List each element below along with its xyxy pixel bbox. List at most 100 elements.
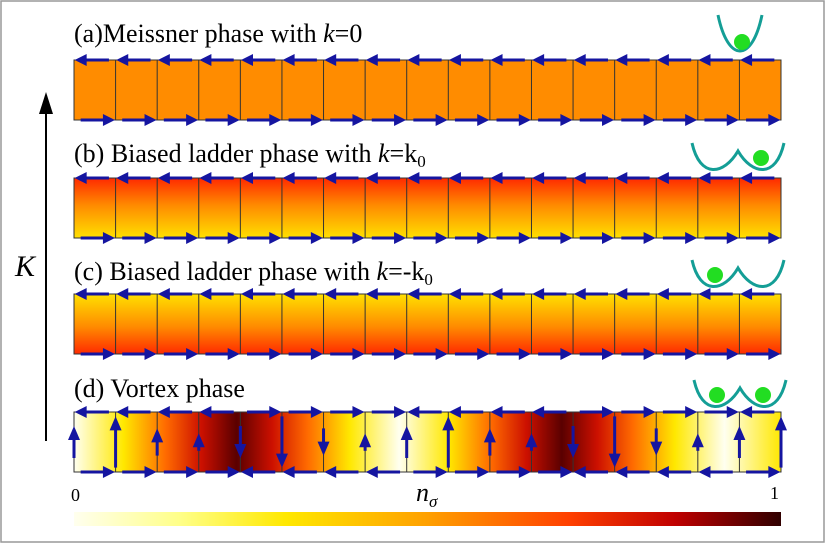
panel-b-top-arrow-16-head — [740, 172, 753, 184]
panel-c-top-arrow-5 — [282, 288, 317, 300]
panel-d-top-arrow-6-head — [352, 406, 365, 418]
panel-d-top-arrow-2-head — [157, 406, 170, 418]
panel-b-top-arrow-7 — [365, 172, 401, 184]
panel-c-bottom-arrow-5 — [288, 348, 323, 360]
panel-d-rung-arrow-4 — [234, 426, 247, 458]
panel-c-bottom-arrow-0-head — [102, 348, 115, 360]
panel-b-bottom-arrow-15-head — [726, 232, 739, 244]
panel-a-bottom-arrow-9 — [454, 114, 490, 126]
panel-d-bottom-arrow-8 — [413, 466, 448, 478]
panel-d-bottom-arrow-5 — [282, 466, 317, 478]
panel-c-tag: (c) — [74, 257, 103, 286]
panel-b-top-arrow-2 — [157, 172, 193, 184]
panel-b-bottom-arrow-13 — [621, 232, 656, 244]
panel-a-top-arrow-14 — [656, 54, 692, 66]
panel-a-bottom-arrow-16-head — [768, 114, 781, 126]
panel-b-bottom-arrow-12 — [579, 232, 614, 244]
panel-b-bottom-arrow-14-head — [685, 232, 698, 244]
panel-c-bottom-arrow-1-head — [144, 348, 157, 360]
panel-b-bottom-arrow-6-head — [352, 232, 365, 244]
panel-a-tag: (a) — [74, 19, 103, 48]
panel-b-k-rel: =k — [389, 139, 418, 168]
panel-b-top-arrow-3 — [199, 172, 234, 184]
panel-a-bottom-arrow-6 — [330, 114, 365, 126]
panel-a-top-arrow-5 — [282, 54, 317, 66]
panel-c-bottom-arrow-10 — [496, 348, 531, 360]
panel-b-top-arrow-8-head — [407, 172, 420, 184]
panel-a-top-arrow-5-head — [282, 54, 295, 66]
panel-d-top-arrow-11 — [532, 406, 567, 418]
panel-a-top-arrow-0-head — [74, 54, 87, 66]
panel-c-top-arrow-4 — [241, 288, 276, 300]
panel-b-bottom-arrow-10 — [496, 232, 531, 244]
panel-c-potential-well-curve — [690, 259, 786, 288]
panel-b-top-arrow-6 — [324, 172, 359, 184]
panel-a-top-arrow-1 — [116, 54, 151, 66]
panel-a-top-arrow-14-head — [656, 54, 669, 66]
panel-a-bottom-arrow-12-head — [601, 114, 614, 126]
panel-c-bottom-arrow-15-head — [726, 348, 739, 360]
colorbar-min-label: 0 — [71, 485, 80, 505]
panel-a-bottom-arrow-15-head — [726, 114, 739, 126]
panel-d-bottom-arrow-9 — [454, 466, 490, 478]
panel-b-bottom-arrow-5 — [288, 232, 323, 244]
panel-a-bottom-arrow-8-head — [435, 114, 448, 126]
panel-a-top-arrow-13 — [615, 54, 650, 66]
panel-c-top-arrow-14-head — [656, 288, 669, 300]
panel-c-bottom-arrow-11 — [538, 348, 573, 360]
panel-b-top-arrow-14 — [656, 172, 692, 184]
panel-b-bottom-arrow-11-head — [560, 232, 573, 244]
panel-a-top-arrow-12 — [573, 54, 608, 66]
panel-d-top-arrow-8-head — [407, 406, 420, 418]
panel-c-k-sub: 0 — [424, 270, 433, 289]
panel-b-bottom-arrow-15 — [704, 232, 739, 244]
panel-d-bottom-arrow-8-head — [435, 466, 448, 478]
panel-d-potential-well-ball-1 — [709, 387, 725, 403]
panel-d-rung-arrow-12-head — [567, 444, 580, 458]
panel-d-rung-arrow-10-head — [483, 428, 496, 443]
panel-d-bottom-arrow-11-head — [560, 466, 573, 478]
panel-c-top-arrow-7 — [365, 288, 401, 300]
panel-a-bottom-arrow-0-head — [102, 114, 115, 126]
panel-d-rung-arrow-8 — [400, 426, 413, 458]
panel-c-top-arrow-3 — [199, 288, 234, 300]
panel-a-bottom-arrow-3-head — [227, 114, 240, 126]
panel-c-top-arrow-11 — [532, 288, 567, 300]
panel-d-bottom-arrow-0 — [80, 466, 115, 478]
panel-c-top-arrow-4-head — [241, 288, 254, 300]
panel-d-bottom-arrow-13 — [615, 466, 650, 478]
panel-c-top-arrow-10-head — [490, 288, 503, 300]
panel-a-top-arrow-11-head — [532, 54, 545, 66]
panel-b-bottom-arrow-1 — [122, 232, 157, 244]
panel-c-bottom-arrow-7 — [371, 348, 407, 360]
panel-d-title: (d) Vortex phase — [74, 376, 245, 402]
panel-c-bottom-arrow-0 — [80, 348, 115, 360]
panel-d-rung-arrow-3-head — [192, 433, 205, 448]
panel-b-bottom-arrow-16-head — [768, 232, 781, 244]
panel-b-top-arrow-5 — [282, 172, 317, 184]
panel-a-potential-well-ball-0 — [734, 34, 750, 50]
panel-a-ladder — [73, 59, 782, 121]
panel-d-rung-arrow-11 — [525, 433, 538, 451]
panel-d-rung-arrow-6-head — [317, 441, 330, 456]
panel-c-bottom-arrow-8-head — [435, 348, 448, 360]
panel-d-top-arrow-1-head — [116, 406, 129, 418]
k-axis-label: K — [15, 250, 36, 283]
panel-c-bottom-arrow-16 — [746, 348, 781, 360]
panel-b-top-arrow-16 — [740, 172, 775, 184]
panel-d-bottom-arrow-12 — [573, 466, 608, 478]
panel-a-bottom-arrow-11-head — [560, 114, 573, 126]
panel-c-top-arrow-14 — [656, 288, 692, 300]
panel-c-potential-well — [690, 259, 786, 288]
panel-b-bottom-arrow-6 — [330, 232, 365, 244]
panel-b-top-arrow-9-head — [448, 172, 461, 184]
panel-a-top-arrow-9 — [448, 54, 484, 66]
panel-c-bottom-arrow-3-head — [227, 348, 240, 360]
panel-d-potential-well-curve — [692, 379, 788, 408]
panel-b-top-arrow-3-head — [199, 172, 212, 184]
panel-a-bottom-arrow-13-head — [643, 114, 656, 126]
panel-b-bottom-arrow-9-head — [477, 232, 490, 244]
panel-b-top-arrow-5-head — [282, 172, 295, 184]
panel-d-bottom-arrow-10 — [496, 466, 531, 478]
